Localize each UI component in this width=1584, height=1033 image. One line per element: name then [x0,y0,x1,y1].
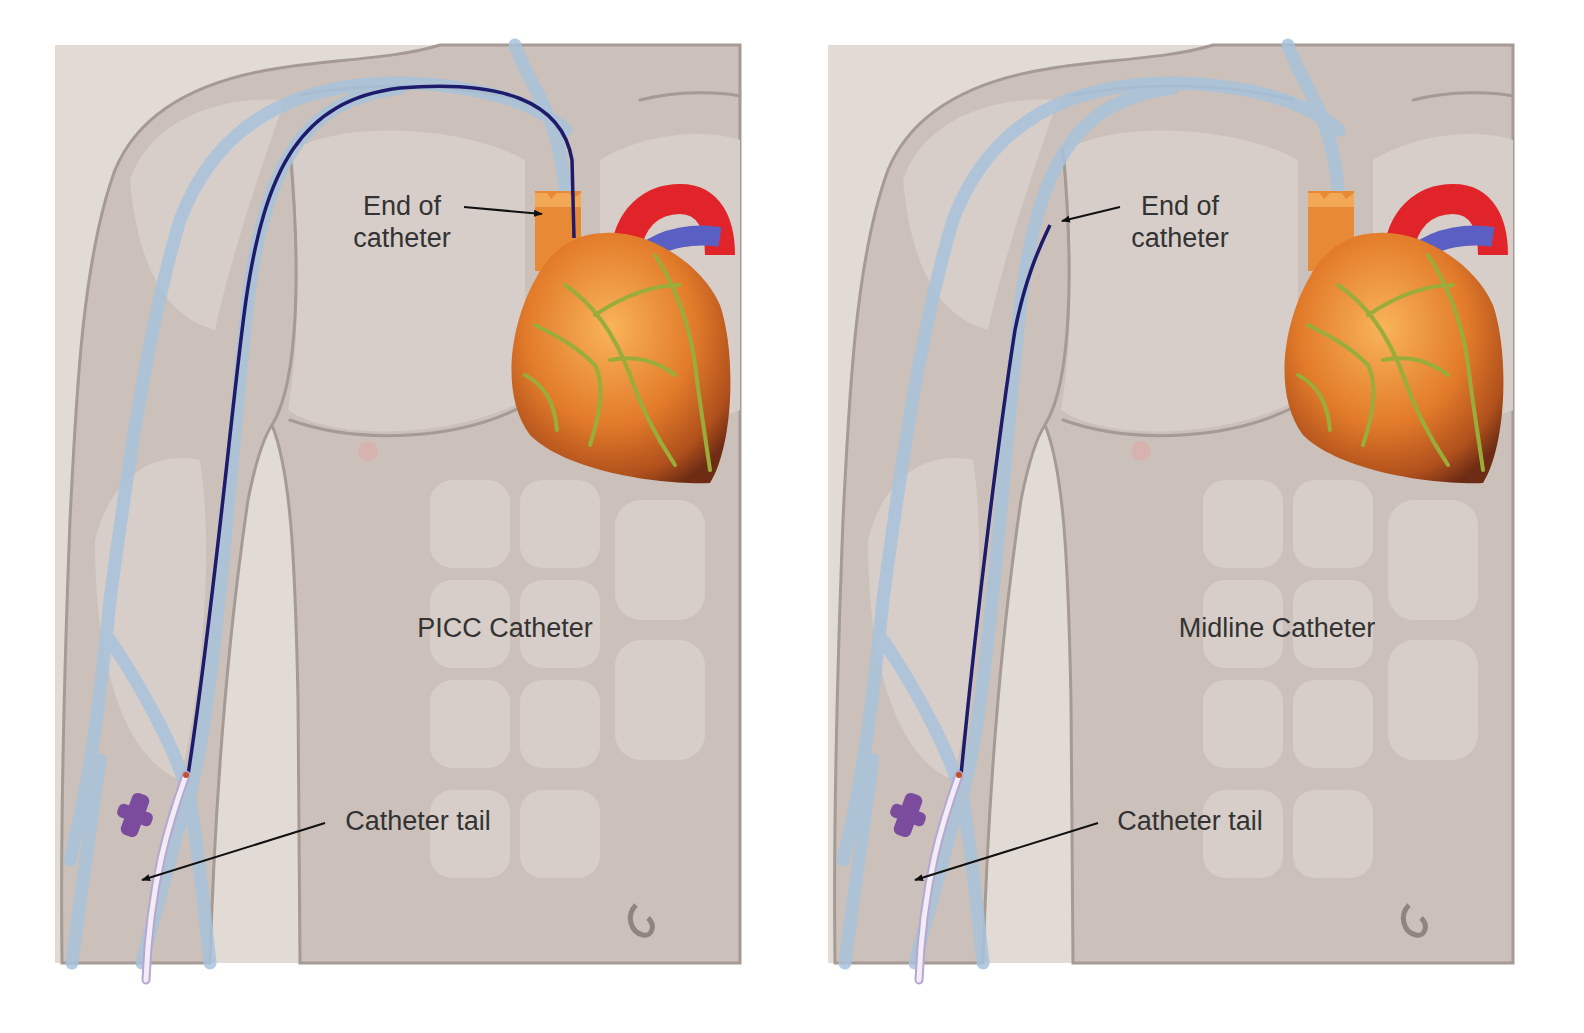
leader-arrow [464,207,542,214]
catheter-hub [884,788,933,842]
leader-arrow [915,823,1098,880]
panel [55,45,740,980]
torso-outline [835,45,1513,963]
panel [828,45,1513,980]
callout-label: End of catheter [1100,190,1260,254]
callout-label: Catheter tail [298,805,538,837]
catheter-hub [111,788,160,842]
panel-ground [828,45,1513,963]
leader-arrow [142,823,325,880]
nipple [358,441,378,461]
heart [511,191,730,483]
leader-arrow [1062,207,1120,221]
navel [630,905,652,935]
veins [843,45,1339,963]
navel [1403,905,1425,935]
panel-title: PICC Catheter [355,612,655,644]
heart [1284,191,1503,483]
panel-ground [55,45,740,963]
callout-label: End of catheter [322,190,482,254]
nipple [1131,441,1151,461]
panel-title: Midline Catheter [1117,612,1437,644]
torso-outline [62,45,740,963]
catheter [188,86,574,775]
callout-label: Catheter tail [1070,805,1310,837]
catheter [961,225,1050,775]
veins [70,45,566,963]
